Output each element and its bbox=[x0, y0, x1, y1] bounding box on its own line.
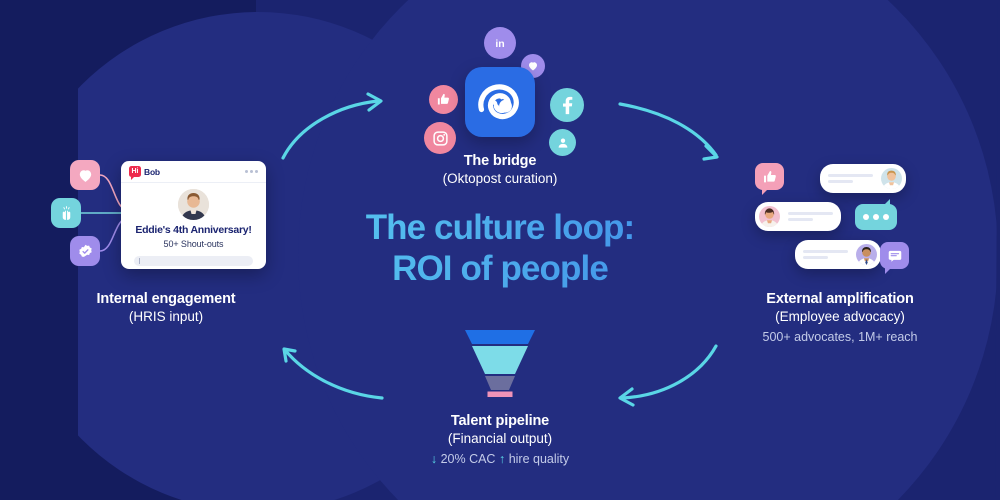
hibob-card-body: Eddie's 4th Anniversary! 50+ Shout-outs bbox=[121, 183, 266, 266]
card-overflow-menu[interactable] bbox=[245, 170, 258, 173]
internal-engagement-visual: Hi Bob bbox=[48, 160, 273, 270]
text-line bbox=[803, 256, 828, 259]
funnel-layer-base bbox=[487, 391, 513, 397]
metric-hire-quality: hire quality bbox=[508, 451, 570, 466]
bridge-title: The bridge bbox=[463, 153, 537, 169]
text-line bbox=[828, 180, 853, 183]
clapping-hands-icon bbox=[62, 205, 70, 220]
dot bbox=[883, 214, 889, 220]
heart-icon bbox=[529, 62, 537, 71]
oktopost-logo[interactable] bbox=[465, 67, 535, 137]
text-line bbox=[828, 174, 873, 177]
avatar-photo bbox=[759, 206, 780, 227]
facebook-icon bbox=[563, 96, 573, 115]
employee-avatar bbox=[178, 189, 209, 220]
hibob-headline: Eddie's 4th Anniversary! bbox=[135, 224, 252, 236]
heart-icon bbox=[79, 169, 91, 182]
text-line bbox=[788, 212, 833, 215]
verified-badge-tile[interactable] bbox=[70, 236, 100, 266]
person-icon bbox=[558, 138, 567, 148]
funnel-layer-middle bbox=[472, 346, 528, 374]
talent-funnel-visual bbox=[462, 328, 538, 398]
metric-cac: 20% CAC bbox=[440, 451, 496, 466]
message-badge[interactable] bbox=[880, 242, 909, 274]
hibob-mark: Hi bbox=[129, 166, 141, 180]
internal-engagement-title: Internal engagement bbox=[96, 291, 236, 307]
bridge-label: The bridge (Oktopost curation) bbox=[350, 152, 650, 188]
down-arrow-icon: ↓ bbox=[430, 451, 438, 466]
chat-bubble[interactable] bbox=[820, 164, 906, 193]
dot bbox=[873, 214, 879, 220]
avatar bbox=[759, 206, 780, 227]
external-amplification-title: External amplification bbox=[766, 291, 914, 307]
bridge-subtitle: (Oktopost curation) bbox=[442, 171, 558, 187]
bridge-visual: in bbox=[410, 22, 590, 156]
oktopost-spiral-icon bbox=[478, 84, 519, 120]
chat-bubble[interactable] bbox=[795, 240, 881, 269]
background-right-edge bbox=[995, 0, 1000, 500]
thumbs-up-icon bbox=[763, 170, 776, 182]
svg-text:in: in bbox=[495, 38, 504, 50]
instagram-bubble[interactable] bbox=[424, 122, 456, 154]
instagram-icon bbox=[432, 130, 448, 146]
thumbs-up-icon bbox=[437, 93, 449, 105]
funnel-layer-lower bbox=[485, 376, 515, 390]
internal-engagement-subtitle: (HRIS input) bbox=[128, 309, 204, 325]
avatar-photo bbox=[178, 189, 209, 220]
avatar-photo bbox=[856, 244, 877, 265]
funnel-icon bbox=[465, 330, 535, 397]
thumbs-up-badge[interactable] bbox=[755, 163, 784, 195]
typing-indicator-badge[interactable] bbox=[855, 199, 897, 230]
hibob-card[interactable]: Hi Bob bbox=[121, 161, 266, 269]
person-bubble[interactable] bbox=[549, 129, 576, 156]
chat-bubble[interactable] bbox=[755, 202, 841, 231]
talent-pipeline-subtitle: (Financial output) bbox=[447, 431, 553, 447]
heart-tile[interactable] bbox=[70, 160, 100, 190]
talent-pipeline-metric: ↓ 20% CAC ↑ hire quality bbox=[350, 451, 650, 469]
hibob-logo: Hi Bob bbox=[129, 166, 160, 180]
thumbs-up-bubble[interactable] bbox=[429, 85, 458, 114]
talent-pipeline-title: Talent pipeline bbox=[450, 413, 550, 429]
talent-pipeline-label: Talent pipeline (Financial output) ↓ 20%… bbox=[350, 412, 650, 468]
funnel-layer-top bbox=[465, 330, 535, 344]
chat-text-lines bbox=[820, 171, 881, 186]
external-amplification-label: External amplification (Employee advocac… bbox=[700, 290, 980, 346]
dot bbox=[255, 170, 258, 173]
avatar bbox=[856, 244, 877, 265]
linkedin-icon: in bbox=[495, 38, 504, 50]
dot bbox=[245, 170, 248, 173]
message-icon bbox=[888, 250, 901, 262]
heart-bubble[interactable] bbox=[521, 54, 545, 78]
dot bbox=[863, 214, 869, 220]
internal-engagement-label: Internal engagement (HRIS input) bbox=[16, 290, 316, 326]
text-line bbox=[788, 218, 813, 221]
up-arrow-icon: ↑ bbox=[498, 451, 506, 466]
shoutout-input[interactable] bbox=[134, 255, 253, 266]
clapping-hands-tile[interactable] bbox=[51, 198, 81, 228]
linkedin-bubble[interactable]: in bbox=[484, 27, 516, 59]
verified-badge-icon bbox=[78, 244, 92, 257]
hibob-subline: 50+ Shout-outs bbox=[163, 238, 224, 249]
external-amplification-metric: 500+ advocates, 1M+ reach bbox=[762, 329, 918, 344]
external-amplification-subtitle: (Employee advocacy) bbox=[775, 309, 905, 325]
avatar bbox=[881, 168, 902, 189]
hibob-card-header: Hi Bob bbox=[121, 161, 266, 183]
background-left-edge bbox=[0, 0, 78, 500]
external-amplification-visual bbox=[755, 160, 920, 275]
chat-text-lines bbox=[780, 209, 841, 224]
hibob-wordmark: Bob bbox=[144, 166, 160, 177]
avatar-photo bbox=[881, 168, 902, 189]
text-line bbox=[803, 250, 848, 253]
dot bbox=[250, 170, 253, 173]
chat-text-lines bbox=[795, 247, 856, 262]
facebook-bubble[interactable] bbox=[550, 88, 584, 122]
